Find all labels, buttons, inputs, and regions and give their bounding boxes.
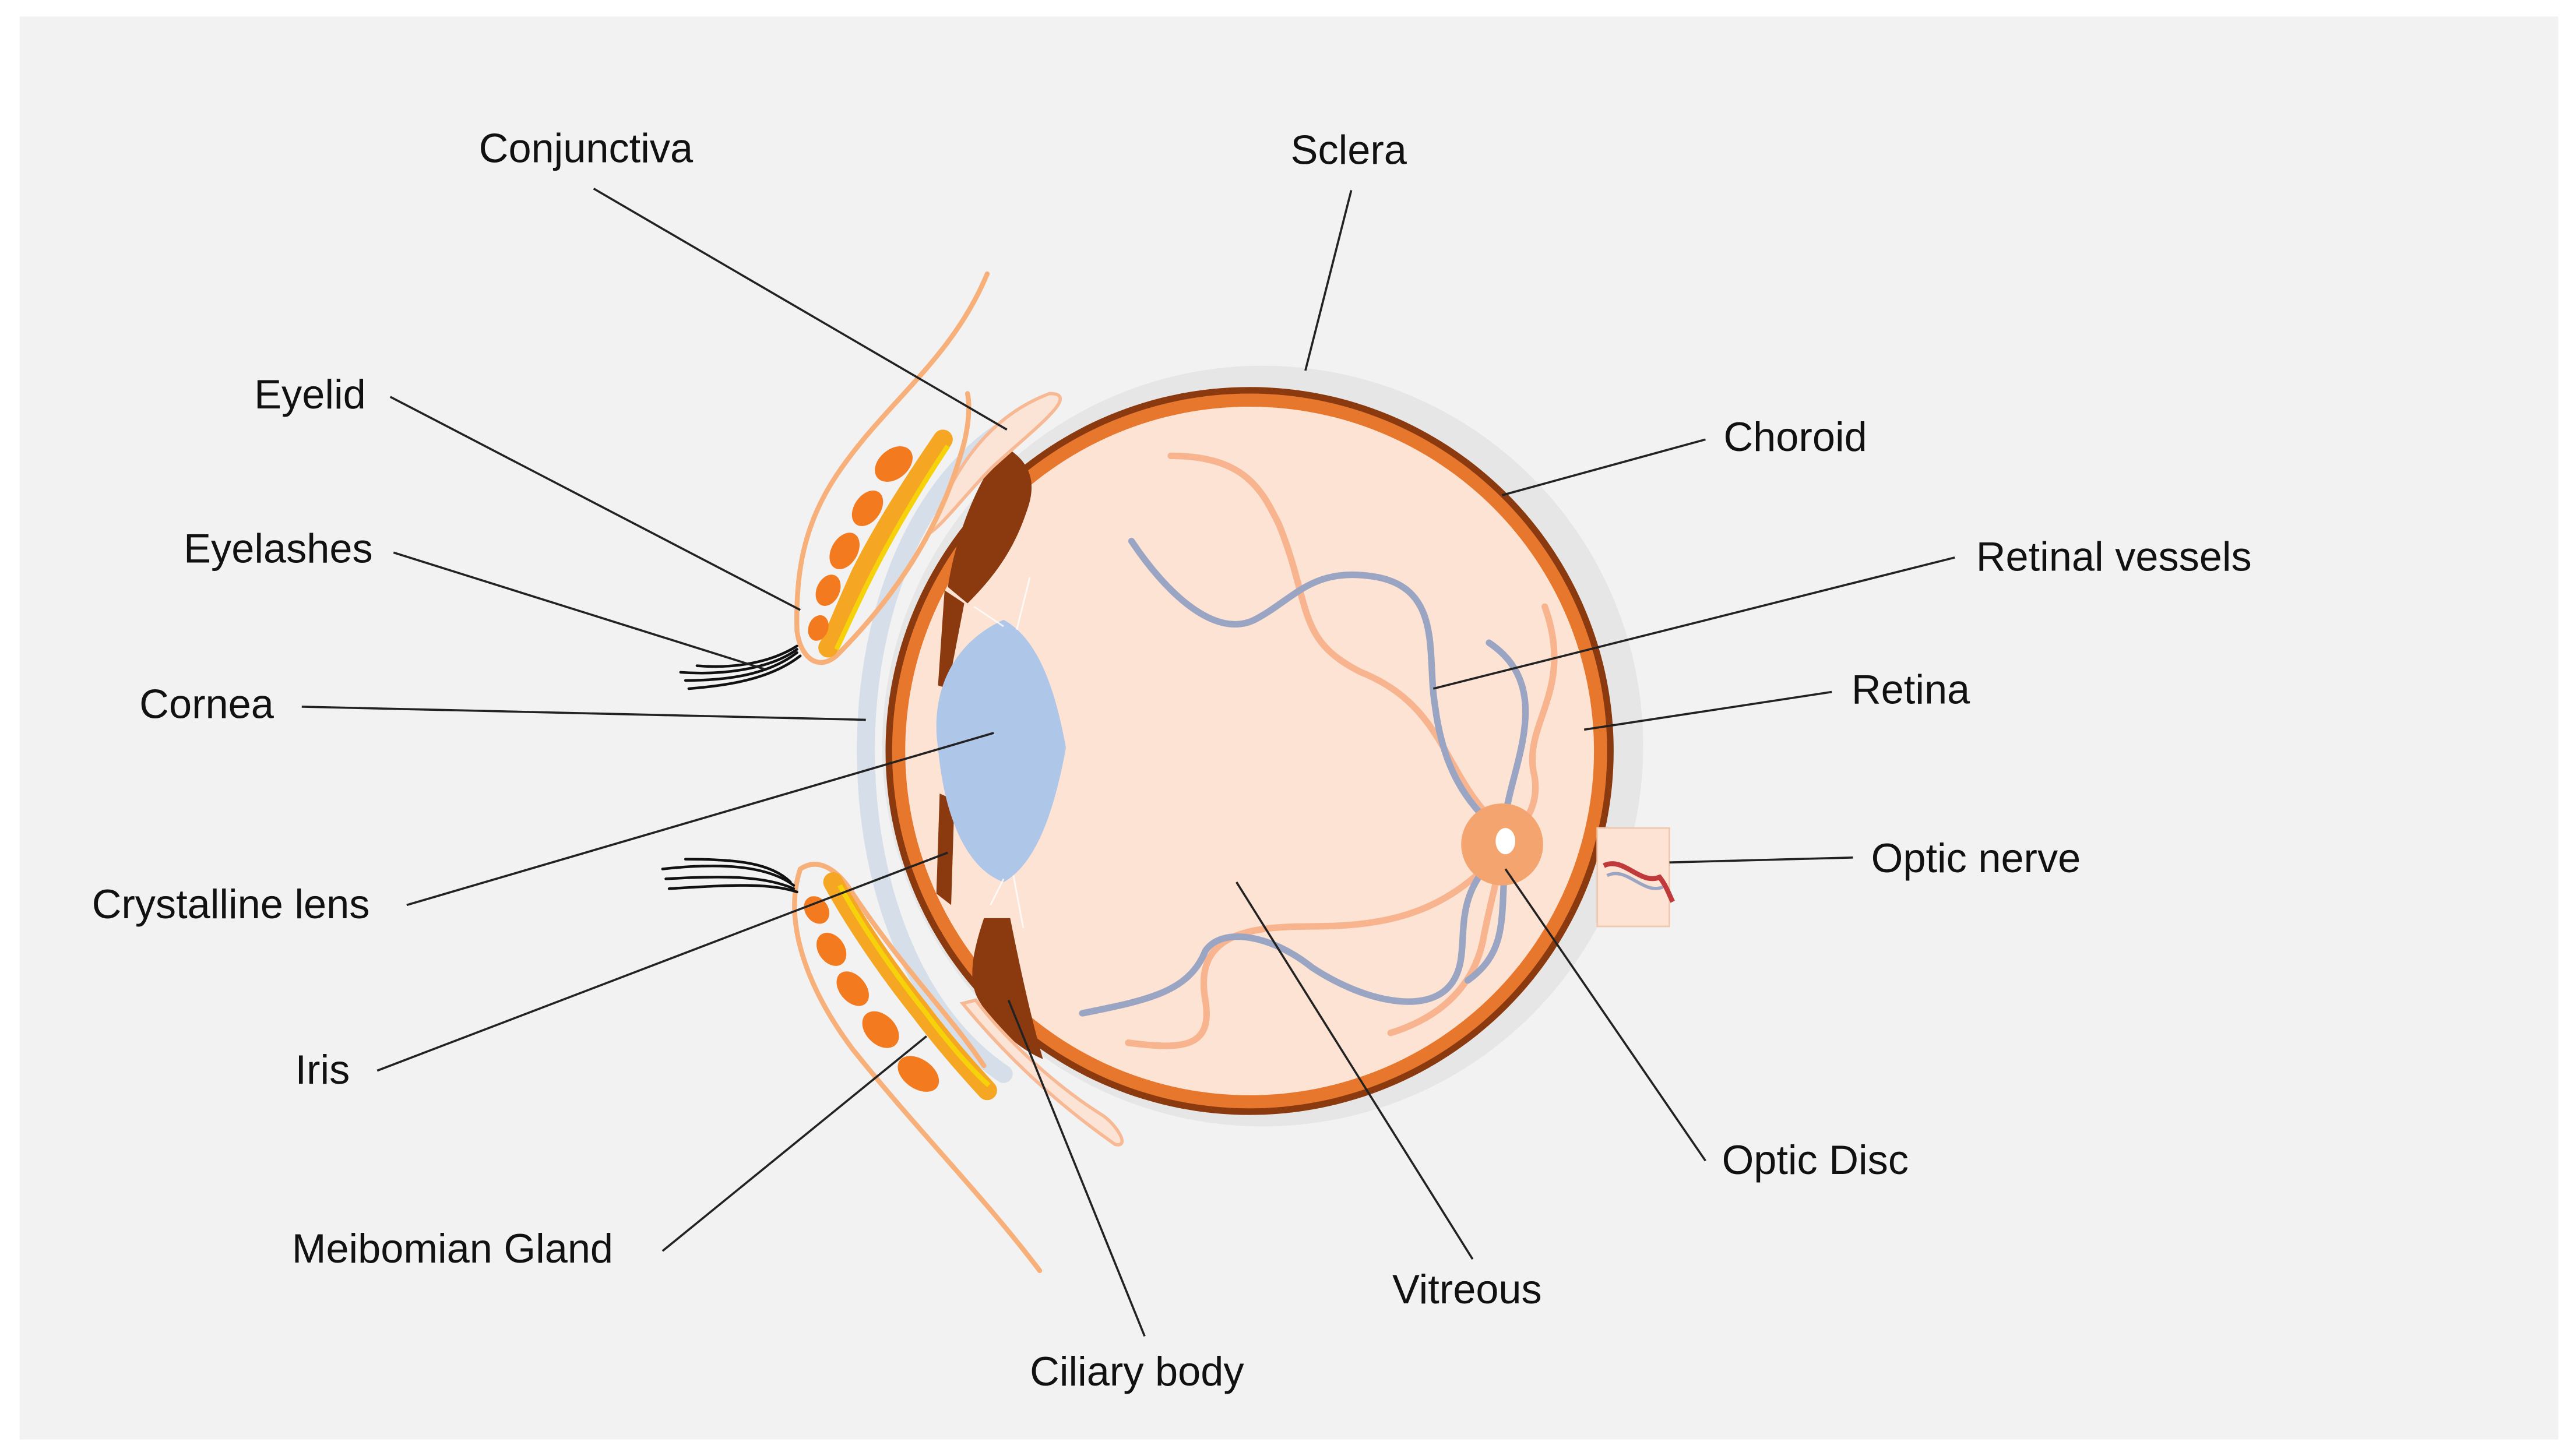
- leader-optic-nerve: [1669, 856, 1853, 864]
- label-crystalline-lens: Crystalline lens: [92, 881, 370, 927]
- lower-eyelid: [661, 858, 1043, 1274]
- leader-sclera: [1304, 190, 1353, 371]
- label-retinal-vessels: Retinal vessels: [1976, 533, 2252, 579]
- upper-eyelashes: [679, 644, 802, 690]
- leader-meibomian-gland: [661, 1035, 928, 1252]
- label-eyelid: Eyelid: [254, 371, 366, 417]
- zonule-fibers: [973, 577, 1031, 929]
- leader-conjunctiva: [593, 188, 1008, 431]
- leader-crystalline-lens: [406, 732, 994, 907]
- upper-lid-tarsus: [818, 429, 953, 658]
- label-iris: Iris: [295, 1046, 350, 1092]
- leader-lines: [301, 188, 1955, 1337]
- lower-meibomian-line: [837, 884, 991, 1088]
- upper-eyelid: [679, 271, 990, 690]
- vessel-blue-1: [1128, 538, 1499, 831]
- lower-eyelid-skin: [792, 862, 1043, 1274]
- label-optic-disc: Optic Disc: [1722, 1137, 1909, 1183]
- conjunctiva-upper: [926, 392, 1062, 537]
- upper-meibomian-line: [834, 445, 950, 651]
- label-meibomian-gland: Meibomian Gland: [292, 1225, 613, 1271]
- lower-lid-tarsus: [823, 872, 997, 1101]
- leader-cornea: [301, 706, 866, 721]
- label-ciliary-body: Ciliary body: [1030, 1348, 1244, 1394]
- ciliary-body-lower: [972, 918, 1043, 1059]
- leader-retina: [1583, 690, 1832, 731]
- label-optic-nerve: Optic nerve: [1871, 835, 2081, 881]
- label-retina: Retina: [1852, 666, 1970, 712]
- conjunctiva-lower: [959, 998, 1124, 1147]
- leader-ciliary-body: [1007, 999, 1146, 1337]
- leader-choroid: [1502, 438, 1706, 496]
- upper-muscle-lobes: [808, 446, 913, 641]
- optic-nerve-shape: [1596, 827, 1675, 928]
- vitreous-body: [905, 406, 1595, 1095]
- label-choroid: Choroid: [1723, 414, 1867, 460]
- leader-retinal-vessels: [1432, 556, 1955, 690]
- label-vitreous: Vitreous: [1392, 1266, 1542, 1312]
- optic-cup: [1495, 828, 1516, 855]
- label-conjunctiva: Conjunctiva: [479, 125, 694, 171]
- vessel-blue-2: [1486, 639, 1529, 823]
- ciliary-body-shape: [936, 446, 1043, 1059]
- iris-lower: [936, 794, 955, 905]
- label-cornea: Cornea: [139, 681, 274, 727]
- leader-vitreous: [1236, 882, 1474, 1260]
- labels: Conjunctiva Sclera Eyelid Choroid Eyelas…: [92, 125, 2252, 1394]
- vessel-blue-3: [1079, 849, 1504, 1017]
- leader-eyelid: [389, 396, 801, 611]
- ciliary-body-upper: [948, 446, 1032, 604]
- lower-eyelashes: [661, 858, 798, 894]
- crystalline-lens-shape: [936, 619, 1066, 883]
- leader-iris: [376, 851, 949, 1072]
- iris-upper: [938, 590, 965, 689]
- upper-eyelid-skin: [794, 271, 990, 665]
- leader-optic-disc: [1504, 868, 1706, 1162]
- label-sclera: Sclera: [1291, 127, 1407, 173]
- leader-eyelashes: [393, 551, 765, 670]
- lower-muscle-lobes: [804, 896, 939, 1092]
- label-eyelashes: Eyelashes: [184, 525, 372, 571]
- eye-globe: [882, 365, 1643, 1127]
